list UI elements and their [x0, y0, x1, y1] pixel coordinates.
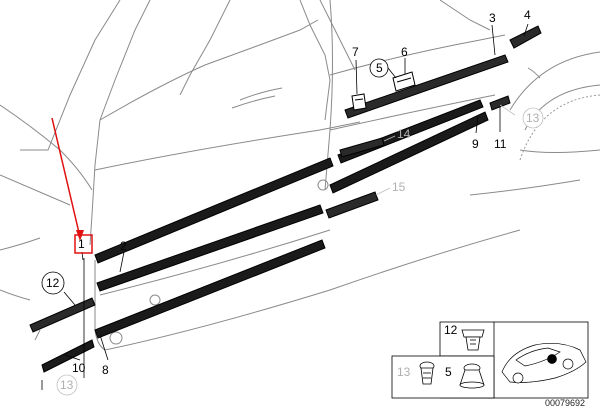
clip-12-icon	[461, 329, 485, 351]
rear-door-lower-strip	[329, 111, 489, 194]
callout-7: 7	[352, 45, 359, 59]
rear-short-strip	[489, 95, 511, 111]
clip-parts	[351, 71, 416, 111]
car-location-thumbnail	[501, 343, 587, 384]
trim-strips	[29, 25, 542, 373]
callout-8: 8	[102, 363, 109, 377]
rear-end-cap	[509, 25, 542, 49]
diagram-number: 00079692	[545, 398, 585, 408]
highlight-box	[74, 234, 93, 254]
callout-13: 13	[526, 111, 540, 125]
callout-circle-5	[369, 58, 389, 78]
callout-6: 6	[401, 45, 408, 59]
rear-door-upper-strip	[344, 54, 509, 119]
callout-4: 4	[524, 8, 531, 22]
clip-13-icon	[419, 361, 435, 385]
clip-5-icon	[459, 363, 485, 389]
strip-15	[325, 191, 379, 219]
inset-panel: 12 13 5	[391, 321, 589, 399]
fender-trim	[29, 297, 96, 333]
front-door-lower-strip	[96, 204, 324, 292]
callout-13b: 13	[60, 378, 74, 392]
callout-circle-13b	[56, 374, 78, 396]
callout-12: 12	[46, 276, 60, 290]
callout-circle-12	[41, 271, 65, 295]
highlight-arrow	[51, 117, 84, 241]
callout-circle-13	[522, 107, 544, 129]
rear-wheel-outline	[519, 94, 600, 161]
callout-11: 11	[494, 137, 507, 151]
ghost-leaders	[375, 104, 516, 196]
callout-14: 14	[397, 127, 411, 141]
inset-label-5: 5	[445, 365, 452, 379]
clip-6	[392, 71, 416, 92]
callout-15: 15	[392, 180, 406, 194]
callout-10: 10	[72, 361, 86, 375]
front-door-upper-strip	[94, 157, 334, 264]
callout-5: 5	[376, 61, 383, 75]
strip-14	[339, 137, 385, 158]
callout-2: 2	[120, 239, 127, 253]
callout-9: 9	[472, 137, 479, 151]
inset-label-12: 12	[444, 323, 458, 337]
front-sill-strip	[94, 239, 326, 339]
callout-3: 3	[489, 11, 496, 25]
callout-1: 1	[78, 237, 85, 251]
clip-7	[351, 93, 367, 111]
callout-circles	[41, 58, 544, 396]
leader-lines	[63, 23, 529, 378]
inset-label-13: 13	[397, 365, 411, 379]
location-marker	[547, 354, 557, 364]
